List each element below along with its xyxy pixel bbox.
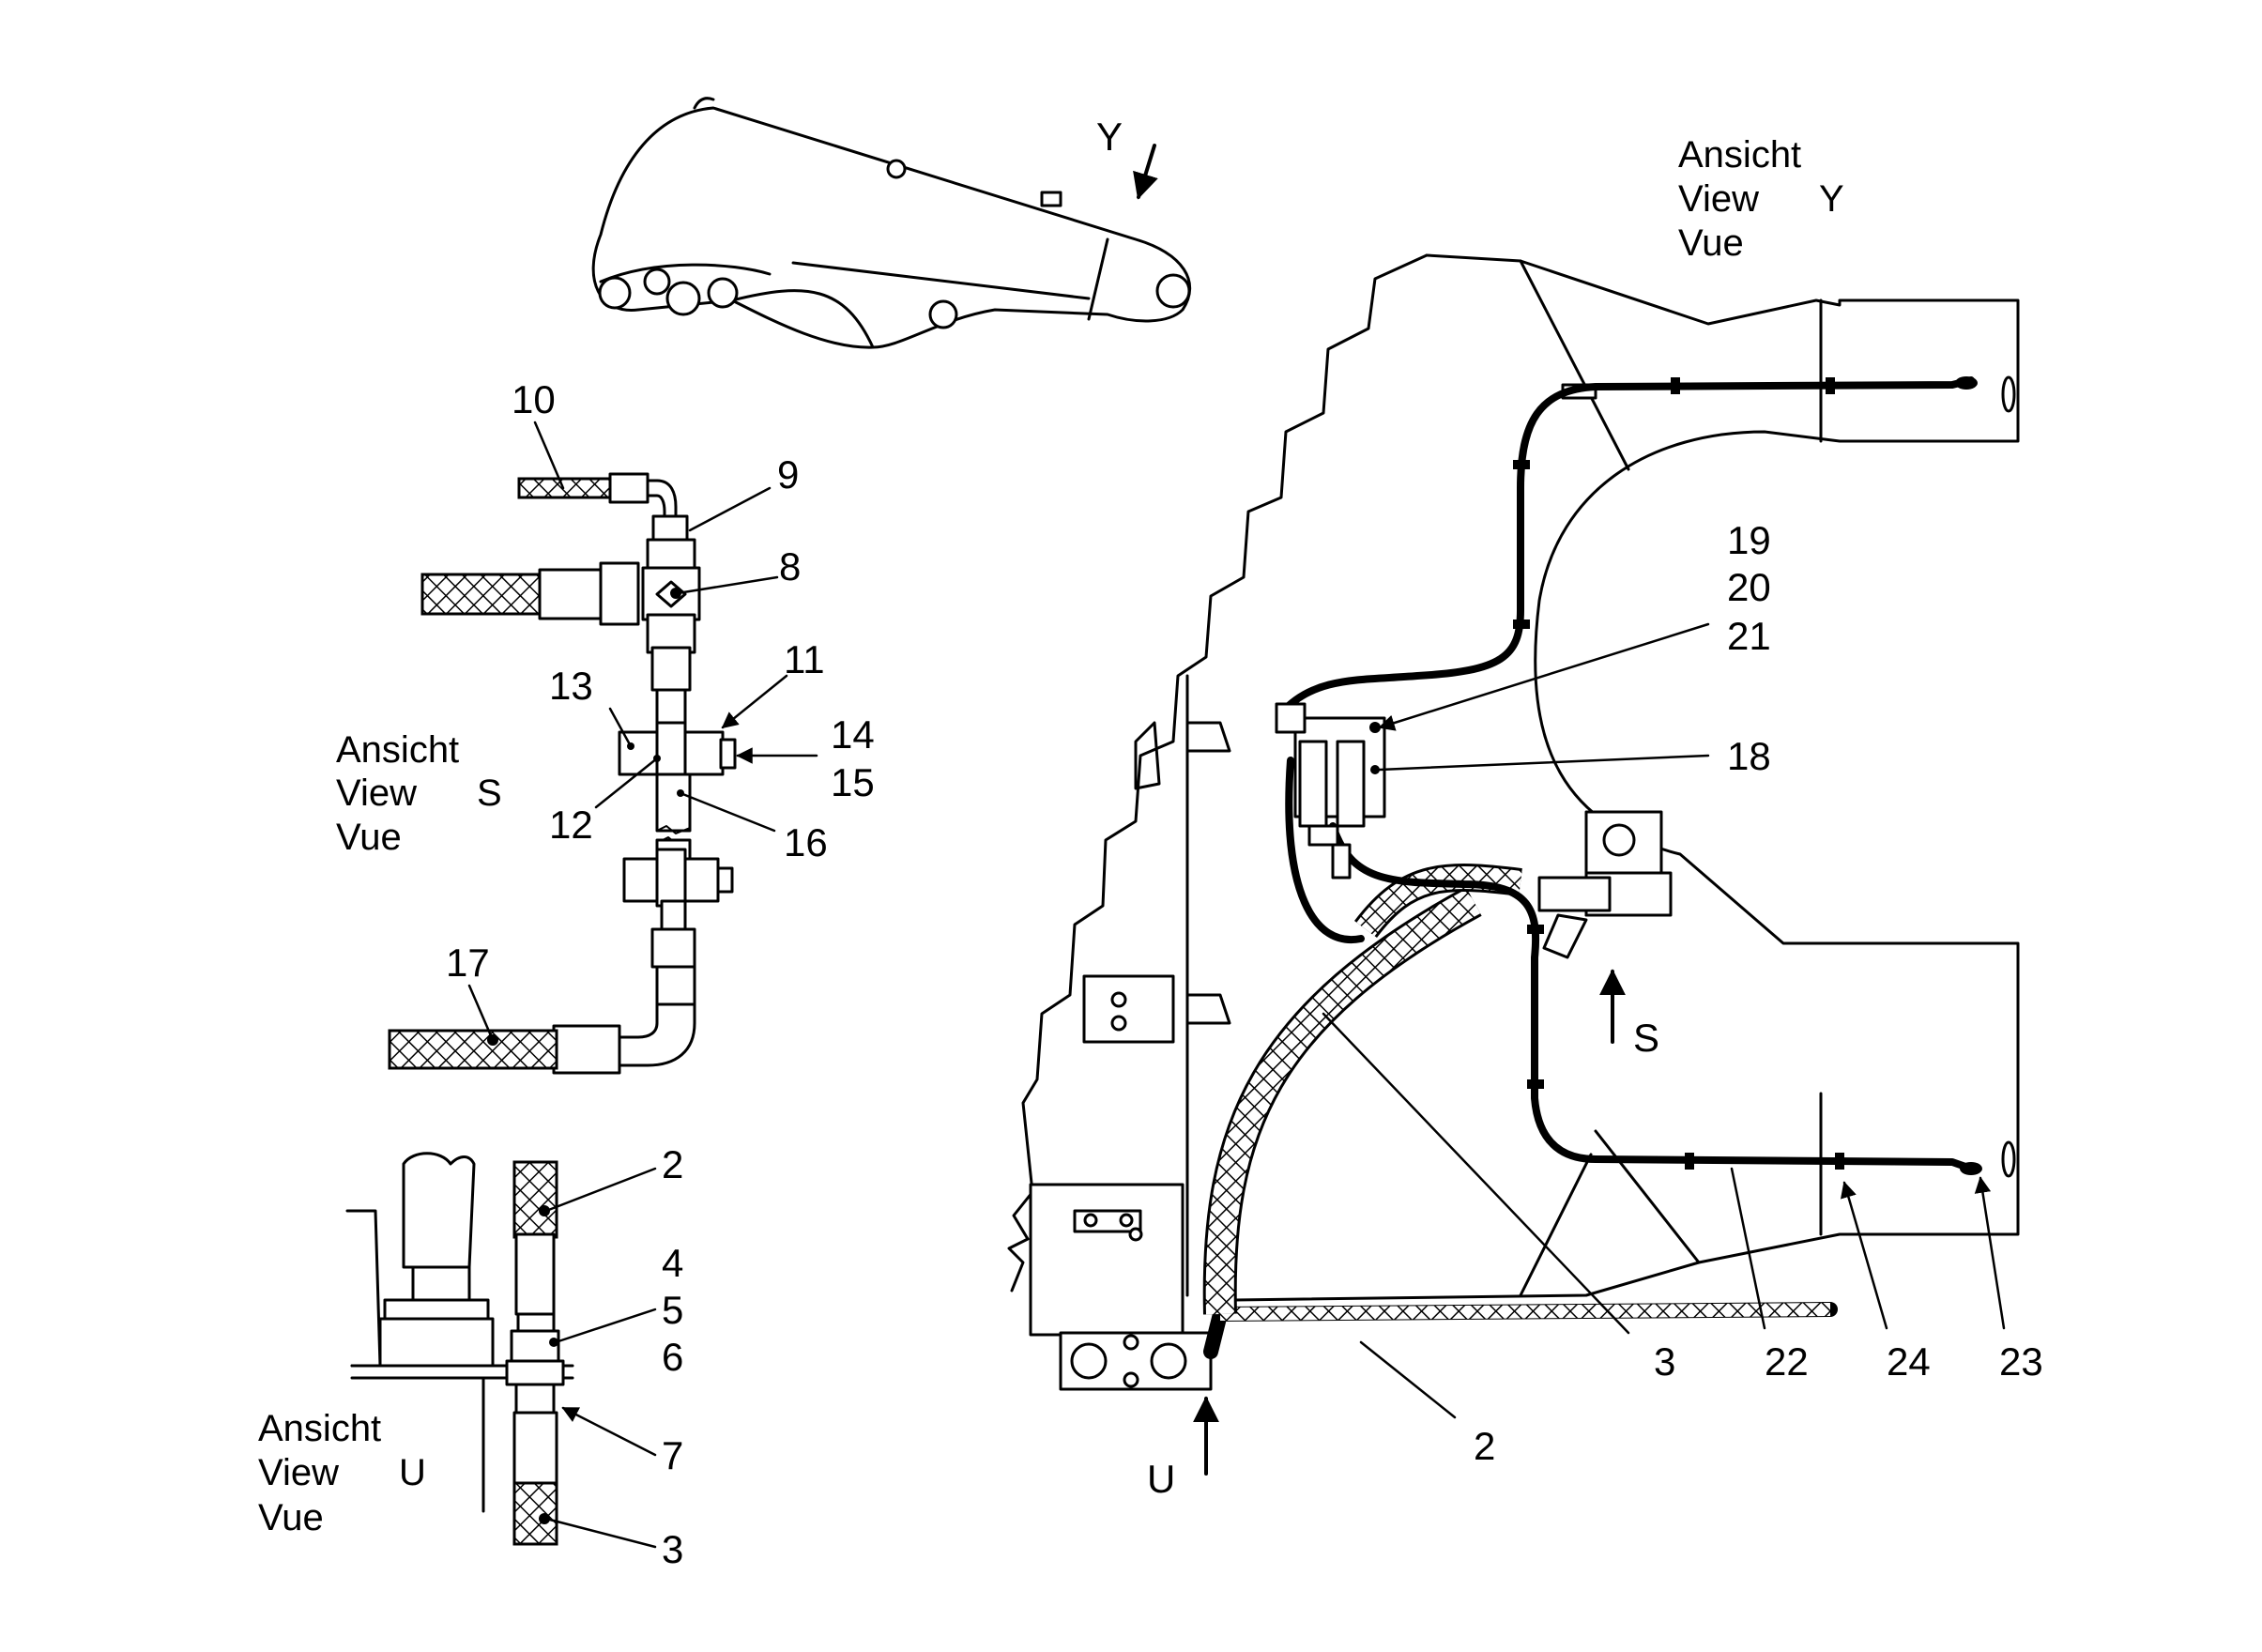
view-u-arrow-letter: U — [1147, 1457, 1175, 1501]
callout-11: 11 — [784, 637, 825, 681]
callout-5: 5 — [662, 1288, 683, 1332]
view-u-label-letter: U — [399, 1452, 426, 1493]
view-y-arrow: Y — [1096, 115, 1158, 200]
view-s-leaders — [467, 421, 818, 1042]
view-u-label-ansicht: Ansicht — [258, 1408, 381, 1449]
callout-16: 16 — [784, 820, 828, 864]
view-y-arrow-letter: Y — [1096, 115, 1123, 159]
view-s-assembly — [388, 472, 737, 1075]
callout-8: 8 — [779, 544, 801, 589]
callout-4: 4 — [662, 1241, 683, 1285]
view-s-label-ansicht: Ansicht — [336, 729, 459, 771]
view-y-leaders — [1322, 622, 2006, 1419]
view-u-label-vue: Vue — [258, 1497, 324, 1538]
view-y-label-view: View — [1678, 178, 1759, 220]
view-u-leaders — [544, 1167, 657, 1549]
callout-14: 14 — [831, 712, 875, 757]
view-s-label-letter: S — [477, 772, 502, 814]
callout-3-view-y: 3 — [1654, 1339, 1675, 1384]
callout-6: 6 — [662, 1335, 683, 1379]
view-y-hoses — [1202, 376, 1982, 1359]
boom-overview — [591, 97, 1192, 349]
callout-3-view-u: 3 — [662, 1527, 683, 1571]
view-s-label-vue: Vue — [336, 817, 402, 858]
s-connection-block — [1537, 810, 1673, 959]
callout-18: 18 — [1727, 734, 1771, 778]
callout-9: 9 — [777, 452, 799, 497]
callout-2-view-y: 2 — [1474, 1424, 1495, 1468]
callout-23: 23 — [1999, 1339, 2043, 1384]
view-s-label-view: View — [336, 772, 417, 814]
callout-20: 20 — [1727, 565, 1771, 609]
callout-24: 24 — [1887, 1339, 1931, 1384]
view-u-label-view: View — [258, 1452, 339, 1493]
view-u-arrow: U — [1147, 1396, 1219, 1501]
callout-19: 19 — [1727, 518, 1771, 562]
callout-2-view-u: 2 — [662, 1142, 683, 1186]
callout-21: 21 — [1727, 614, 1771, 658]
view-y-label-ansicht: Ansicht — [1678, 134, 1801, 176]
distributor-block — [1275, 702, 1386, 880]
callout-7: 7 — [662, 1433, 683, 1477]
callout-17: 17 — [446, 941, 490, 985]
callout-22: 22 — [1765, 1339, 1809, 1384]
view-y-label-letter: Y — [1819, 178, 1844, 220]
view-s-arrow-letter: S — [1633, 1016, 1659, 1060]
callout-15: 15 — [831, 760, 875, 804]
view-s-arrow: S — [1599, 969, 1659, 1060]
view-y-label-vue: Vue — [1678, 222, 1744, 264]
callout-10: 10 — [512, 377, 556, 421]
callout-13: 13 — [549, 664, 593, 708]
view-u-assembly — [345, 1152, 574, 1546]
view-y-frame — [1007, 253, 2020, 1391]
callout-12: 12 — [549, 803, 593, 847]
